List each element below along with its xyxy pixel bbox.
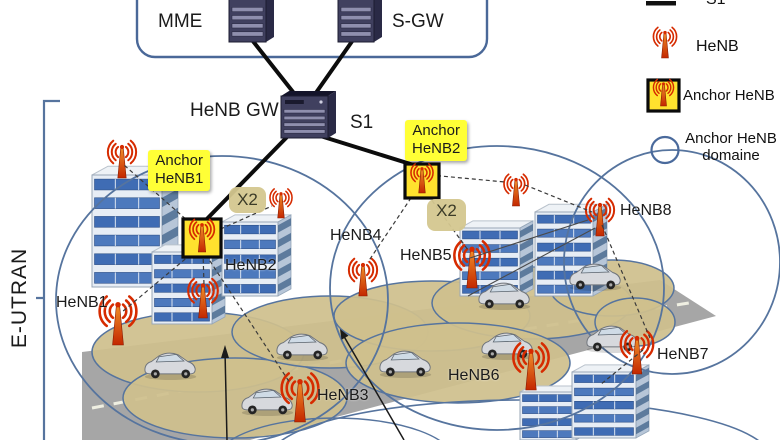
henb-antenna-icon [98, 295, 138, 346]
sgw-label: S-GW [392, 11, 444, 32]
x2-dashed-link [205, 254, 291, 384]
anchor-domain-circle [329, 145, 665, 431]
car [478, 282, 531, 311]
mme-server-icon [228, 0, 274, 43]
anchor-antenna-glyph [188, 218, 216, 253]
henb6-label: HeNB6 [448, 367, 500, 384]
henb-antenna-icon [503, 173, 529, 207]
anchor-domain-circle [55, 155, 389, 440]
anchor-henb1-note: Anchor HeNB1 [148, 150, 211, 191]
henb-antenna-icon [269, 188, 293, 219]
car [569, 263, 622, 292]
car [379, 350, 432, 379]
car [241, 388, 294, 417]
building [221, 214, 292, 297]
eutran-label: E-UTRAN [8, 247, 31, 349]
henb-antenna-icon [106, 139, 138, 179]
core-network-box [135, 0, 489, 59]
anchor-henb2-note: Anchor HeNB2 [405, 120, 468, 161]
car [144, 352, 197, 381]
henb-antenna-icon [512, 342, 550, 391]
sgw-server-icon [337, 0, 382, 43]
x2-dashed-link [367, 191, 416, 263]
legend-anchor-henb-label: Anchor HeNB [683, 87, 775, 104]
henb-antenna-icon [280, 372, 320, 423]
backhaul-link-line [250, 38, 299, 99]
henb-antenna-icon [187, 277, 219, 319]
anchor-henb1-line1: Anchor [155, 152, 203, 169]
legend-anchor-domain-label: Anchor HeNB domaine [685, 130, 777, 164]
x2-dashed-link [202, 251, 205, 286]
thin-link-line [467, 227, 596, 297]
arrowhead [221, 345, 229, 358]
legend-domain-circle-icon [650, 135, 680, 165]
henb-antenna-icon [347, 257, 379, 297]
eutran-bracket [36, 99, 60, 440]
anchor-antenna-glyph [652, 78, 675, 107]
backhaul-link-line [198, 134, 290, 228]
mme-label: MME [158, 11, 203, 32]
x2-dashed-link [427, 194, 469, 251]
henb-gw-label: HeNB GW [190, 100, 279, 121]
x2-dashed-link [429, 174, 506, 183]
car [276, 333, 329, 362]
x2-dashed-link [599, 349, 644, 386]
anchor-henb2-line1: Anchor [412, 122, 460, 139]
anchor-domain-circle [563, 149, 780, 375]
legend-s1-line-icon [646, 1, 676, 6]
legend-henb-antenna-icon [652, 26, 678, 59]
henb-antenna-icon [453, 240, 491, 289]
x2-label-1: X2 [229, 187, 266, 213]
henb1-label: HeNB1 [56, 294, 108, 311]
henb7-label: HeNB7 [657, 346, 709, 363]
henb8-label: HeNB8 [620, 202, 672, 219]
legend-anchor-henb-icon [646, 78, 681, 113]
domain-arc [229, 417, 441, 440]
backhaul-link-line [311, 38, 355, 99]
henb5-label: HeNB5 [400, 247, 452, 264]
backhaul-link-line [312, 132, 422, 169]
henb4-label: HeNB4 [330, 227, 382, 244]
arrowhead [340, 329, 349, 340]
henb-antenna-icon [584, 197, 616, 237]
annotation-arrow [341, 332, 405, 440]
annotation-arrow [224, 350, 228, 440]
thin-link-line [469, 219, 589, 259]
anchor-henb2-icon [403, 162, 441, 200]
henb-antenna-icon [619, 329, 655, 375]
anchor-henb2-line2: HeNB2 [412, 140, 461, 157]
henb-gw-server-icon [280, 91, 336, 139]
legend-s1-label: S1 [706, 0, 726, 9]
s1-link-label: S1 [350, 112, 374, 133]
x2-dashed-link [524, 184, 593, 213]
henb2-label: HeNB2 [225, 257, 277, 274]
anchor-antenna-glyph [410, 163, 434, 194]
x2-dashed-link [121, 249, 197, 313]
x2-label-2: X2 [427, 199, 466, 231]
henb3-label: HeNB3 [317, 387, 369, 404]
anchor-henb1-icon [181, 217, 223, 259]
building [571, 364, 650, 439]
legend-henb-label: HeNB [696, 38, 739, 55]
anchor-henb1-line2: HeNB1 [155, 170, 204, 187]
car [481, 332, 534, 361]
